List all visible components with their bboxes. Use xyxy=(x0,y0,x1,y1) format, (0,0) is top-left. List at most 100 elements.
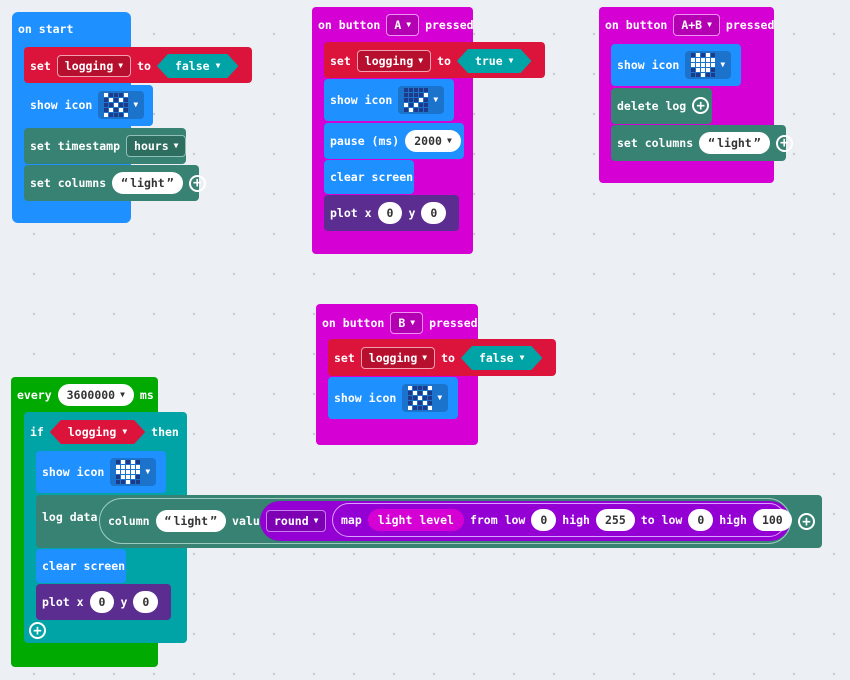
map-block[interactable]: map light level from low 0 high 255 to l… xyxy=(332,503,792,537)
boolean-dropdown[interactable]: false ▼ xyxy=(461,346,542,370)
show-icon-label: show icon xyxy=(30,98,93,112)
chevron-down-icon: ▼ xyxy=(173,141,179,150)
variable-dropdown[interactable]: logging▼ xyxy=(56,55,132,77)
set-timestamp-block[interactable]: set timestamp hours▼ xyxy=(24,128,187,164)
pressed-label: pressed xyxy=(429,316,478,330)
column-name-input[interactable]: light xyxy=(699,132,770,154)
to-low-input[interactable]: 0 xyxy=(688,509,714,531)
show-icon-block[interactable]: show icon ▼ xyxy=(611,44,741,86)
chevron-down-icon: ▼ xyxy=(418,56,424,65)
clear-screen-block[interactable]: clear screen xyxy=(324,160,414,194)
show-icon-block[interactable]: show icon ▼ xyxy=(328,377,458,419)
value-label: value xyxy=(232,514,267,528)
chevron-down-icon: ▼ xyxy=(707,20,712,29)
from-high-input[interactable]: 255 xyxy=(595,509,635,531)
add-else-icon[interactable]: + xyxy=(29,622,46,639)
log-data-label: log data xyxy=(42,510,98,524)
pause-value: 2000 xyxy=(414,134,442,148)
y-input[interactable]: 0 xyxy=(421,202,447,224)
boolean-value: false xyxy=(478,351,514,365)
boolean-dropdown[interactable]: false▼ xyxy=(157,54,238,78)
y-label: y xyxy=(120,595,128,609)
variable-name: logging xyxy=(364,54,414,68)
round-dropdown[interactable]: round▼ xyxy=(266,510,327,532)
round-block[interactable]: round▼ map light level from low 0 high 2… xyxy=(260,501,792,541)
show-icon-block[interactable]: show icon ▼ xyxy=(24,85,153,126)
on-button-label: on button xyxy=(318,18,381,32)
pause-block[interactable]: pause (ms) 2000 ▼ xyxy=(324,123,464,159)
boolean-value: true xyxy=(474,54,503,68)
map-label: map xyxy=(341,513,362,527)
pause-value-dropdown[interactable]: 2000 ▼ xyxy=(405,130,461,152)
variable-dropdown[interactable]: logging ▼ xyxy=(356,50,432,72)
ms-label: ms xyxy=(139,388,154,402)
button-dropdown[interactable]: B▼ xyxy=(390,312,424,334)
show-icon-label: show icon xyxy=(334,391,397,405)
to-label: to xyxy=(137,59,151,73)
y-label: y xyxy=(408,206,416,220)
chevron-down-icon: ▼ xyxy=(446,136,452,145)
button-dropdown[interactable]: A▼ xyxy=(386,14,420,36)
column-name-input[interactable]: light xyxy=(155,510,227,532)
add-icon[interactable]: + xyxy=(188,174,206,192)
icon-picker[interactable]: ▼ xyxy=(110,458,157,486)
pause-label: pause (ms) xyxy=(330,134,400,148)
set-logging-false-block[interactable]: set logging▼ to false▼ xyxy=(328,339,556,376)
on-button-label: on button xyxy=(605,18,668,32)
show-icon-label: show icon xyxy=(617,58,680,72)
condition-variable[interactable]: logging▼ xyxy=(50,420,145,444)
show-icon-block[interactable]: show icon ▼ xyxy=(36,451,166,493)
column-entry[interactable]: column light value round▼ map light leve… xyxy=(99,498,792,544)
clear-screen-block[interactable]: clear screen xyxy=(36,549,126,583)
timestamp-unit-dropdown[interactable]: hours ▼ xyxy=(126,135,187,157)
icon-picker[interactable]: ▼ xyxy=(402,384,449,412)
light-level-reporter[interactable]: light level xyxy=(367,509,464,531)
x-input[interactable]: 0 xyxy=(377,202,403,224)
set-logging-true-block[interactable]: set logging▼ to true▼ xyxy=(324,42,545,78)
high-label: high xyxy=(562,513,590,527)
x-input[interactable]: 0 xyxy=(89,591,115,613)
from-low-input[interactable]: 0 xyxy=(531,509,557,531)
icon-picker[interactable]: ▼ xyxy=(685,51,732,79)
chevron-down-icon: ▼ xyxy=(215,61,221,70)
variable-dropdown[interactable]: logging▼ xyxy=(360,347,436,369)
variable-name: logging xyxy=(64,59,114,73)
chevron-down-icon: ▼ xyxy=(120,390,125,399)
log-data-block[interactable]: log data column light value round▼ map l… xyxy=(36,495,822,548)
y-input[interactable]: 0 xyxy=(133,591,159,613)
delete-log-block[interactable]: delete log + xyxy=(611,88,712,124)
chevron-down-icon: ▼ xyxy=(122,427,128,436)
boolean-dropdown[interactable]: true▼ xyxy=(457,49,532,73)
cross-icon xyxy=(104,93,129,117)
chevron-down-icon: ▼ xyxy=(145,467,151,476)
add-column-icon[interactable]: + xyxy=(798,513,815,530)
delete-log-label: delete log xyxy=(617,98,687,113)
button-dropdown[interactable]: A+B▼ xyxy=(673,14,720,36)
chevron-down-icon: ▼ xyxy=(133,100,139,109)
chevron-down-icon: ▼ xyxy=(410,318,416,327)
plot-block[interactable]: plot x 0 y 0 xyxy=(324,195,459,231)
plot-block[interactable]: plot x 0 y 0 xyxy=(36,584,171,620)
set-columns-block[interactable]: set columns light + xyxy=(24,165,206,201)
set-logging-false-block[interactable]: set logging▼ to false▼ xyxy=(24,47,252,83)
chevron-down-icon: ▼ xyxy=(519,353,525,362)
set-label: set xyxy=(334,351,355,365)
icon-picker[interactable]: ▼ xyxy=(398,86,445,114)
chevron-down-icon: ▼ xyxy=(720,60,726,69)
to-label: to xyxy=(437,54,451,68)
add-icon[interactable]: + xyxy=(775,134,793,152)
chevron-down-icon: ▼ xyxy=(437,393,443,402)
chevron-down-icon: ▼ xyxy=(406,20,412,29)
show-icon-block[interactable]: show icon ▼ xyxy=(324,79,454,121)
add-icon[interactable]: + xyxy=(692,97,710,114)
to-high-input[interactable]: 100 xyxy=(752,509,792,531)
set-columns-block[interactable]: set columns light + xyxy=(611,125,793,161)
check-icon xyxy=(404,88,429,112)
interval-dropdown[interactable]: 3600000▼ xyxy=(57,384,134,406)
pressed-label: pressed xyxy=(725,18,775,32)
then-label: then xyxy=(151,425,179,439)
clear-screen-label: clear screen xyxy=(42,559,126,573)
icon-picker[interactable]: ▼ xyxy=(98,91,145,119)
column-name-input[interactable]: light xyxy=(112,172,183,194)
timestamp-unit: hours xyxy=(134,139,169,153)
